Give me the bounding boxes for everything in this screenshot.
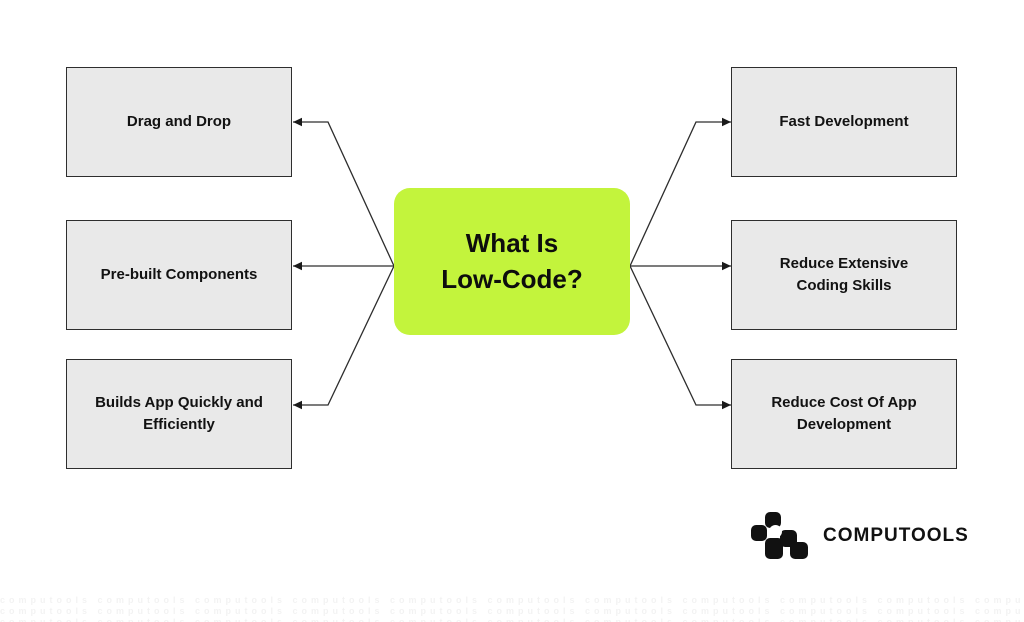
node-label: Builds App Quickly and Efficiently bbox=[95, 394, 263, 433]
node-label: Reduce Cost Of App Development bbox=[771, 394, 917, 433]
node-label: Reduce Extensive Coding Skills bbox=[779, 255, 909, 294]
computools-wordmark: COMPUTOOLS bbox=[823, 525, 969, 546]
node-label: Drag and Drop bbox=[126, 113, 232, 131]
connector-center-to-reduce-cost bbox=[629, 265, 731, 406]
connector-center-to-drag-and-drop bbox=[293, 121, 395, 267]
node-reduce-cost-of-app-development: Reduce Cost Of App Development bbox=[731, 359, 957, 469]
node-builds-app-quickly: Builds App Quickly and Efficiently bbox=[66, 359, 292, 469]
logo-block-bottomright bbox=[790, 542, 808, 559]
node-label: Fast Development bbox=[779, 113, 909, 131]
node-fast-development: Fast Development bbox=[731, 67, 957, 177]
arrowhead-fast-dev bbox=[722, 117, 731, 127]
arrowhead-reduce-cost bbox=[722, 400, 731, 410]
node-drag-and-drop: Drag and Drop bbox=[66, 67, 292, 177]
node-pre-built-components: Pre-built Components bbox=[66, 220, 292, 330]
logo-circle-notch bbox=[769, 525, 782, 538]
watermark-strip: computools computools computools computo… bbox=[0, 595, 1024, 622]
connector-center-to-fast-dev bbox=[629, 121, 731, 267]
arrowhead-drag-and-drop bbox=[293, 117, 302, 127]
watermark-row: computools computools computools computo… bbox=[0, 606, 1024, 616]
arrowhead-prebuilt bbox=[293, 261, 302, 271]
arrowhead-builds-app bbox=[293, 400, 302, 410]
center-node-title: What Is Low-Code? bbox=[441, 228, 583, 294]
node-label: Pre-built Components bbox=[100, 266, 258, 284]
watermark-row: computools computools computools computo… bbox=[0, 595, 1024, 605]
logo-block-center bbox=[765, 538, 783, 559]
computools-logo-icon bbox=[751, 512, 809, 560]
connector-center-to-builds-app bbox=[293, 265, 395, 406]
computools-logo: COMPUTOOLS bbox=[751, 512, 969, 560]
logo-block-top bbox=[765, 512, 781, 528]
node-reduce-extensive-coding-skills: Reduce Extensive Coding Skills bbox=[731, 220, 957, 330]
arrowhead-reduce-skills bbox=[722, 261, 731, 271]
watermark-row: computools computools computools computo… bbox=[0, 617, 1024, 622]
center-node-what-is-low-code: What Is Low-Code? bbox=[394, 188, 630, 335]
logo-block-left bbox=[751, 525, 767, 541]
